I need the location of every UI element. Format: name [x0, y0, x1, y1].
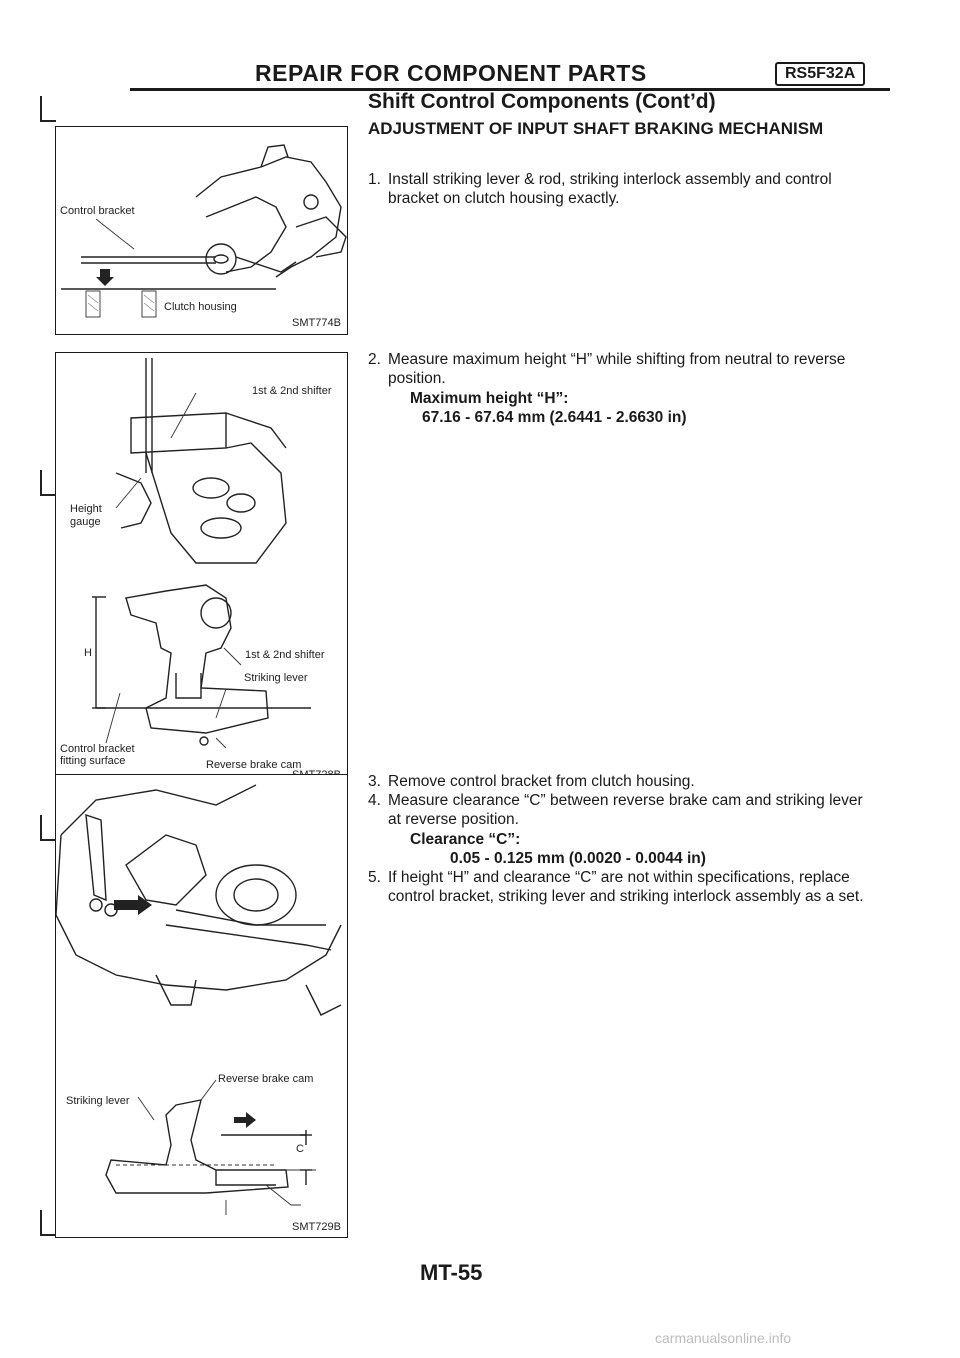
- step-3: 3. Remove control bracket from clutch hou…: [368, 772, 873, 791]
- label-striking-lever: Striking lever: [244, 672, 308, 684]
- step-number: 2.: [368, 351, 381, 368]
- label-c: C: [296, 1143, 304, 1155]
- step-number: 3.: [368, 773, 381, 790]
- label-height-gauge-2: gauge: [70, 516, 101, 528]
- step-number: 5.: [368, 869, 381, 886]
- figure-clearance-measurement: Reverse brake cam Striking lever C SMT72…: [55, 774, 348, 1238]
- label-control-bracket: Control bracket: [60, 205, 135, 217]
- step-number: 1.: [368, 171, 381, 188]
- clearance-spec-value: 0.05 - 0.125 mm (0.0020 - 0.0044 in): [450, 850, 706, 867]
- label-h: H: [84, 647, 92, 659]
- label-striking-lever: Striking lever: [66, 1095, 130, 1107]
- label-clutch-housing: Clutch housing: [164, 301, 237, 313]
- clearance-spec-label: Clearance “C”:: [410, 831, 521, 848]
- step-text: Measure clearance “C” between reverse br…: [388, 792, 863, 828]
- label-shifter-mid: 1st & 2nd shifter: [245, 649, 325, 661]
- margin-mark: [40, 96, 56, 122]
- figure-control-bracket-drawing: [61, 144, 347, 318]
- step-text: Install striking lever & rod, striking i…: [388, 171, 832, 207]
- step-2: 2. Measure maximum height “H” while shift…: [368, 350, 873, 388]
- margin-mark: [40, 815, 56, 841]
- figure-clearance-measurement-drawing: [56, 784, 342, 1215]
- model-code-badge: RS5F32A: [775, 62, 866, 86]
- page-header-title: REPAIR FOR COMPONENT PARTS: [255, 60, 647, 86]
- page-number: MT-55: [420, 1260, 483, 1285]
- label-reverse-brake-cam: Reverse brake cam: [218, 1073, 314, 1085]
- step-number: 4.: [368, 792, 381, 809]
- section-subtitle: ADJUSTMENT OF INPUT SHAFT BRAKING MECHAN…: [368, 119, 824, 138]
- step-text: If height “H” and clearance “C” are not …: [388, 869, 864, 905]
- label-shifter-top: 1st & 2nd shifter: [252, 385, 332, 397]
- header-rule: [130, 88, 890, 91]
- step-1: 1. Install striking lever & rod, striking…: [368, 170, 873, 208]
- figure-height-measurement-drawing: [92, 358, 311, 749]
- label-control-bracket-fitting-2: fitting surface: [60, 755, 126, 767]
- step-5: 5. If height “H” and clearance “C” are no…: [368, 868, 873, 906]
- label-control-bracket-fitting: Control bracket: [60, 743, 135, 755]
- step-text: Remove control bracket from clutch housi…: [388, 773, 695, 790]
- figure-code: SMT774B: [292, 317, 341, 329]
- step-4: 4. Measure clearance “C” between reverse …: [368, 791, 873, 829]
- label-reverse-brake-cam: Reverse brake cam: [206, 759, 302, 771]
- section-title: Shift Control Components (Cont’d): [368, 90, 716, 113]
- margin-mark: [40, 1210, 56, 1236]
- step-text: Measure maximum height “H” while shiftin…: [388, 351, 846, 387]
- margin-mark: [40, 470, 56, 496]
- watermark: carmanualsonline.info: [655, 1330, 792, 1346]
- figure-height-measurement: 1st & 2nd shifter Height gauge H 1st & 2…: [55, 352, 348, 786]
- height-spec-value: 67.16 - 67.64 mm (2.6441 - 2.6630 in): [422, 409, 687, 426]
- figure-code: SMT729B: [292, 1221, 341, 1233]
- figure-control-bracket: Control bracket Clutch housing SMT774B: [55, 126, 348, 335]
- label-height-gauge: Height: [70, 503, 102, 515]
- height-spec-label: Maximum height “H”:: [410, 390, 569, 407]
